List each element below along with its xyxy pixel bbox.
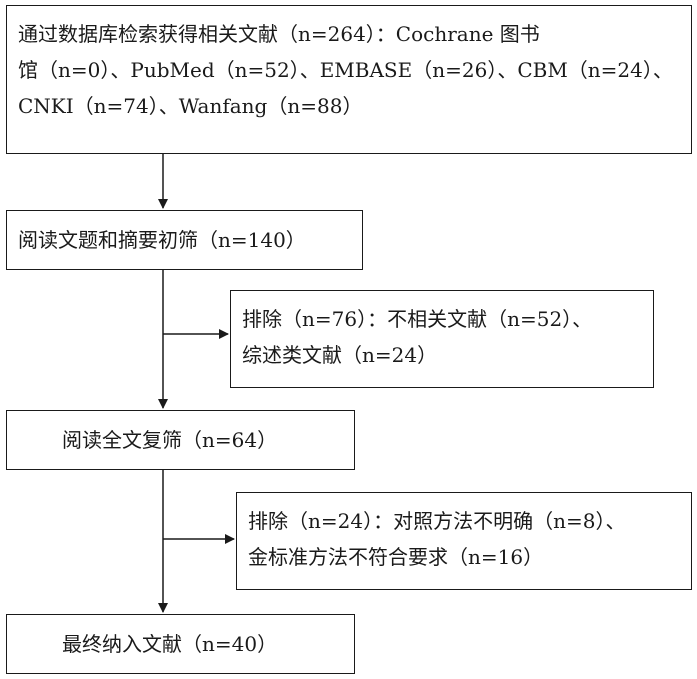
title-abstract-screening-text: 阅读文题和摘要初筛（n=140） [18,228,306,252]
exclusion-2-line-2: 金标准方法不符合要求（n=16） [248,545,544,569]
database-search-box: 通过数据库检索获得相关文献（n=264）：Cochrane 图书 馆（n=0）、… [6,5,692,154]
search-box-line-1: 通过数据库检索获得相关文献（n=264）：Cochrane 图书 [18,22,540,46]
search-box-line-2: 馆（n=0）、PubMed（n=52）、EMBASE（n=26）、CBM（n=2… [18,58,673,82]
final-included-box: 最终纳入文献（n=40） [6,614,355,674]
fulltext-screening-text: 阅读全文复筛（n=64） [62,428,278,452]
fulltext-screening-box: 阅读全文复筛（n=64） [6,410,355,470]
final-included-text: 最终纳入文献（n=40） [62,632,278,656]
search-box-line-3: CNKI（n=74）、Wanfang（n=88） [18,94,363,118]
exclusion-2-box: 排除（n=24）：对照方法不明确（n=8）、 金标准方法不符合要求（n=16） [236,492,692,590]
exclusion-2-line-1: 排除（n=24）：对照方法不明确（n=8）、 [248,509,626,533]
exclusion-1-line-1: 排除（n=76）：不相关文献（n=52）、 [242,307,593,331]
title-abstract-screening-box: 阅读文题和摘要初筛（n=140） [6,210,363,270]
exclusion-1-box: 排除（n=76）：不相关文献（n=52）、 综述类文献（n=24） [230,290,654,388]
exclusion-1-line-2: 综述类文献（n=24） [242,343,438,367]
